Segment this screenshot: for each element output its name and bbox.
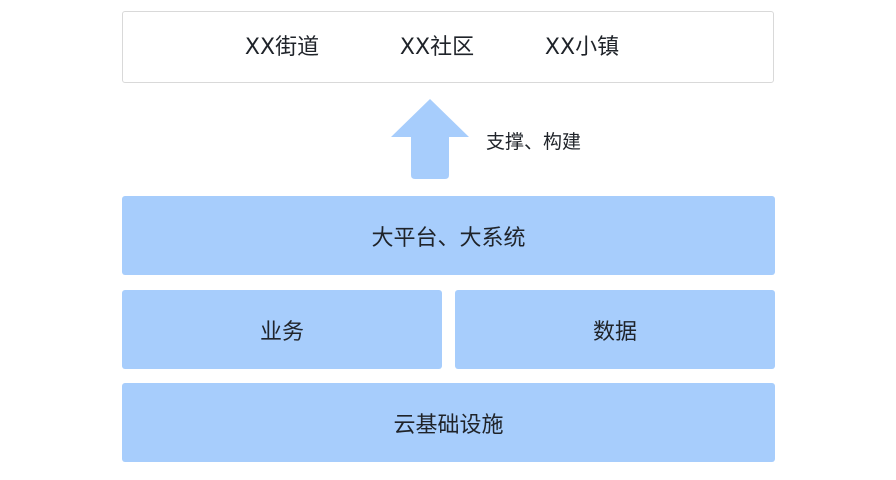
platform-layer-label: 大平台、大系统 [371,225,526,251]
data-layer-label: 数据 [592,319,637,345]
up-arrow-icon [391,99,469,179]
business-layer-label: 业务 [259,319,304,345]
arrow-label: 支撑、构建 [486,131,582,153]
target-label-street: XX街道 [244,35,320,60]
platform-layer: 大平台、大系统 [122,196,775,275]
data-layer: 数据 [455,290,775,369]
business-layer: 业务 [122,290,442,369]
target-label-community: XX社区 [399,35,475,60]
top-targets-box: XX街道 XX社区 XX小镇 [122,11,774,83]
target-label-town: XX小镇 [544,35,620,60]
infrastructure-layer: 云基础设施 [122,383,775,462]
infrastructure-layer-label: 云基础设施 [393,412,504,438]
